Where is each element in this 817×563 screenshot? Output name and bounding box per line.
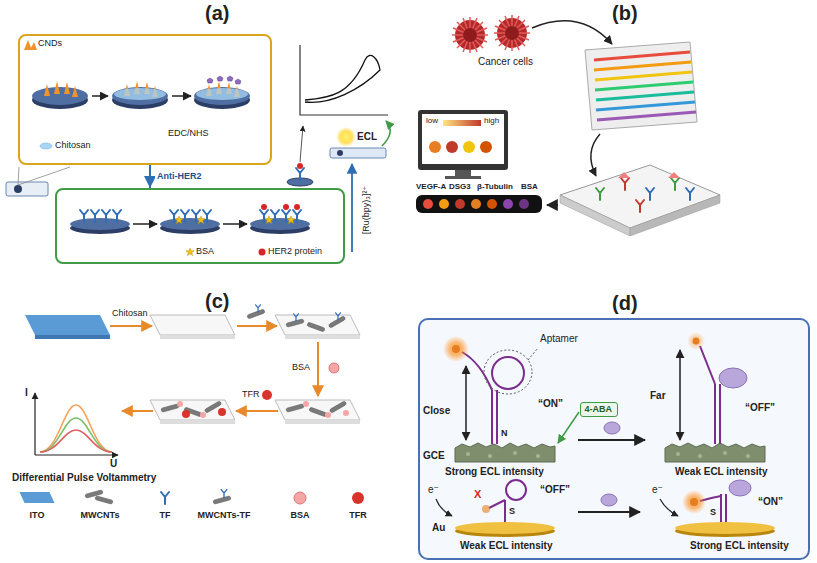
step-label: Chitosan [55,140,91,150]
distance-label: Close [423,405,450,417]
legend-label: HER2 protein [268,246,322,256]
process-panel: BSA HER2 protein [55,188,345,264]
legend-swatch [19,492,54,503]
state-label: “ON” [538,398,563,410]
legend-label: MWCNTs-TF [198,510,251,520]
axis-label: I [25,387,28,399]
legend-label: TFR [349,510,367,520]
marker-label: VEGF-A [416,182,446,191]
legend-label: ITO [30,510,45,520]
electrode-label: Au [432,522,445,534]
atom-label: N [501,428,508,438]
flow-arrow [149,165,151,188]
state-label: “ON” [758,496,783,508]
signal-label: ECL [357,131,377,143]
electron-label: e⁻ [652,484,663,496]
panel-letter: (c) [205,290,229,313]
state-label: “OFF” [745,402,775,414]
state-label: “OFF” [540,484,570,496]
electrode-label: GCE [423,450,445,462]
marker-label: β-Tubulin [477,182,513,191]
signal-label: Strong ECL intensity [445,466,544,478]
step-label: Chitosan [112,308,148,318]
axis-label: U [110,458,117,470]
mechanism-panel: Aptamer “ON” CloseGCE N Strong ECL intensity… [418,318,810,560]
panel-letter: (a) [205,2,229,25]
scale-label: high [484,116,499,125]
signal-label: Strong ECL intensity [690,540,789,552]
atom-label: S [710,507,716,517]
marker-label: DSG3 [449,182,471,191]
edge-label: Anti-HER2 [155,171,204,181]
signal-label: Weak ECL intensity [460,540,552,552]
reagent-name: 4-ABA [585,404,613,414]
signal-label: Weak ECL intensity [675,466,767,478]
part-label: Aptamer [540,333,578,345]
sample-label: Cancer cells [478,56,533,68]
reagent-tag: 4-ABA [580,402,618,417]
panel-letter: (b) [612,2,638,25]
quench-mark: X [474,488,481,501]
legend-label: BSA [290,510,309,520]
scale-label: low [426,116,438,125]
electron-label: e⁻ [428,484,439,496]
legend-label: BSA [196,246,214,256]
distance-label: Far [650,390,666,402]
step-label: TFR [242,389,260,399]
legend-label: MWCNTs [81,510,120,520]
material-label: CNDs [38,38,62,48]
legend-label: TF [160,510,171,520]
panel-letter: (d) [612,292,638,315]
marker-label: BSA [521,182,538,191]
method-label: Differential Pulse Voltammetry [12,472,156,484]
step-label: EDC/NHS [168,128,209,138]
step-label: BSA [292,362,310,372]
process-panel: CNDsChitosan EDC/NHS [18,34,272,165]
reagent-label: [Ru(bpy)₃]²⁺ [361,186,371,234]
atom-label: S [509,506,515,516]
